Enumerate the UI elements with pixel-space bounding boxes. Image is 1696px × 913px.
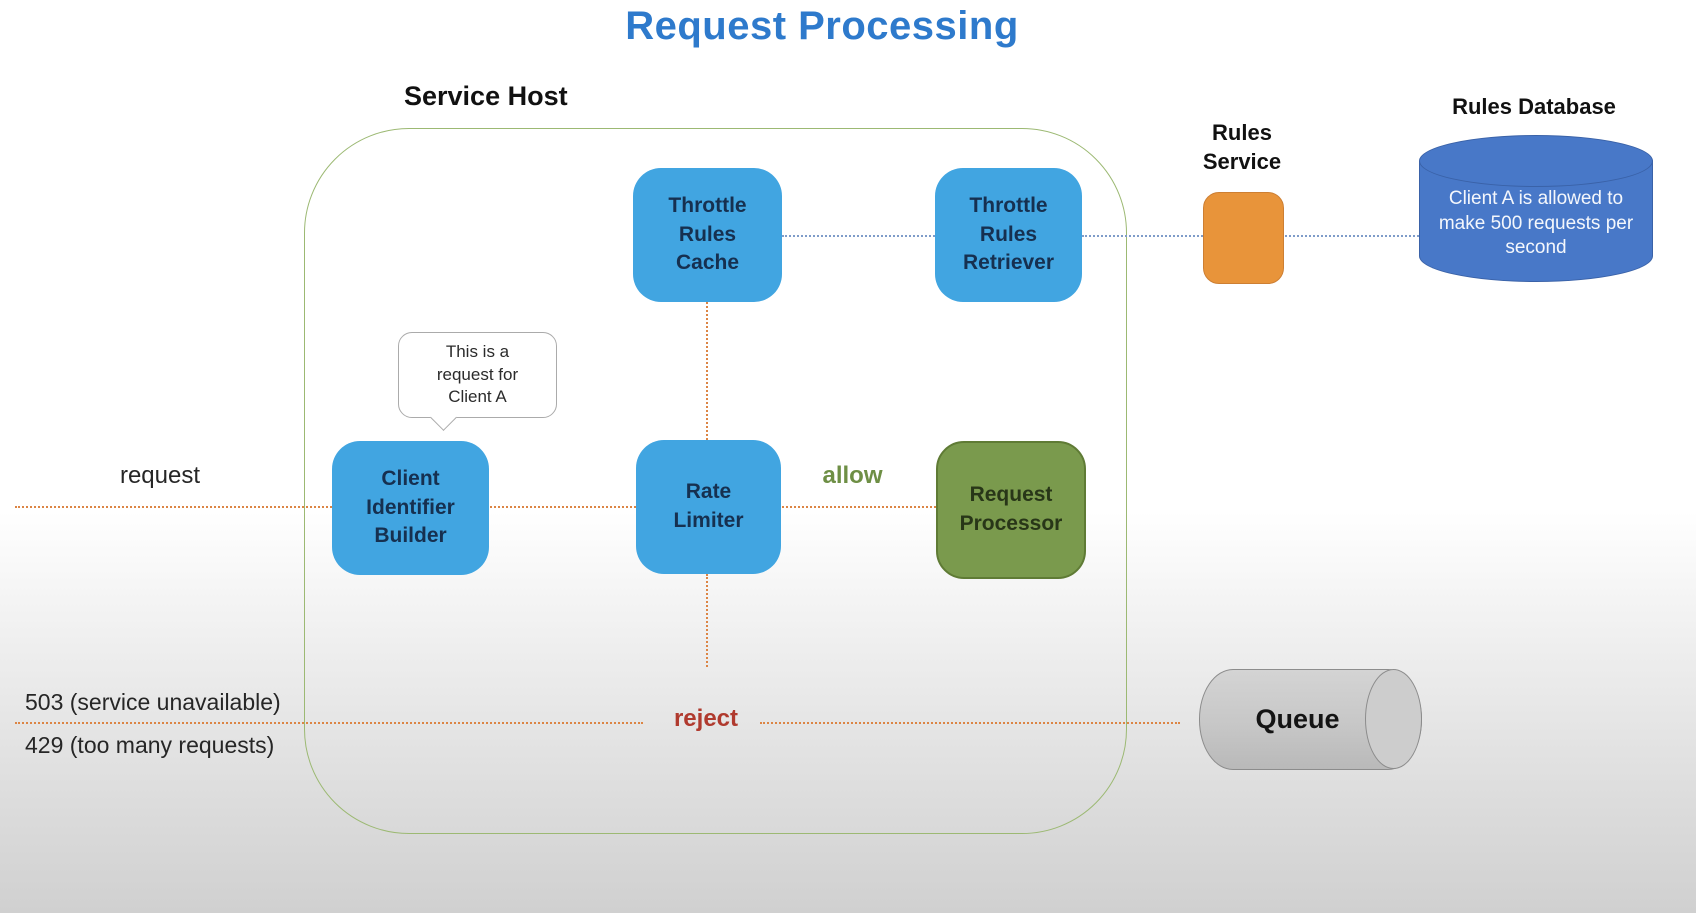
rules-database-note: Client A is allowed to make 500 requests… xyxy=(1438,188,1634,259)
service-host-container xyxy=(304,128,1127,834)
connector-reject-queue xyxy=(760,722,1180,724)
connector-cache-retriever xyxy=(782,235,935,237)
rules-service-node xyxy=(1203,192,1284,284)
node-throttle-rules-retriever: Throttle Rules Retriever xyxy=(935,168,1082,302)
node-rate-limiter: Rate Limiter xyxy=(636,440,781,574)
reject-label: reject xyxy=(673,705,739,732)
rules-database-label: Rules Database xyxy=(1452,94,1616,119)
request-label: request xyxy=(119,462,201,489)
queue-end-cap xyxy=(1365,669,1422,769)
queue-label: Queue xyxy=(1255,704,1340,734)
rules-database-cylinder: Client A is allowed to make 500 requests… xyxy=(1419,135,1653,282)
connector-rate-limiter-reject xyxy=(706,574,708,667)
service-host-label: Service Host xyxy=(404,81,568,111)
rules-service-label: Rules Service xyxy=(1202,120,1282,175)
status-503-label: 503 (service unavailable) xyxy=(25,689,281,715)
connector-cache-rate-limiter xyxy=(706,302,708,440)
callout-bubble: This is a request for Client A xyxy=(398,332,557,418)
rules-database-top-ellipse xyxy=(1419,135,1653,187)
queue-cylinder: Queue xyxy=(1199,669,1422,770)
node-throttle-rules-cache: Throttle Rules Cache xyxy=(633,168,782,302)
status-429-label: 429 (too many requests) xyxy=(25,732,275,758)
connector-reject-left xyxy=(15,722,643,724)
node-client-identifier-builder: Client Identifier Builder xyxy=(332,441,489,575)
node-request-processor: Request Processor xyxy=(936,441,1086,579)
diagram-title: Request Processing xyxy=(625,4,1019,48)
allow-label: allow xyxy=(822,462,883,489)
